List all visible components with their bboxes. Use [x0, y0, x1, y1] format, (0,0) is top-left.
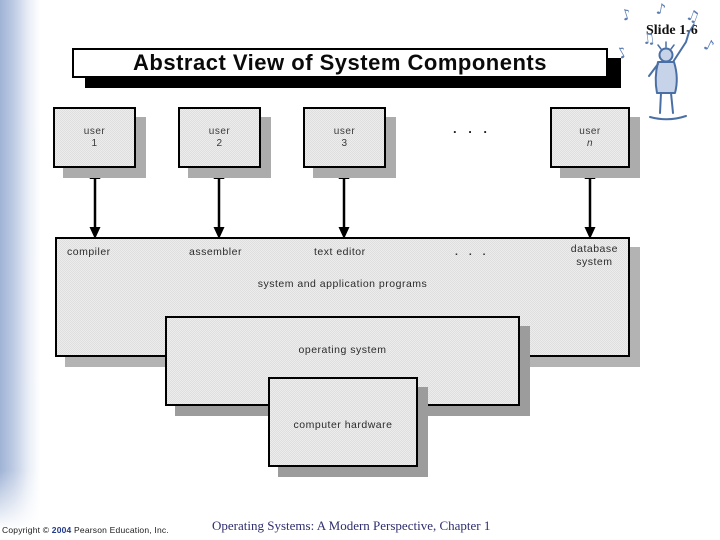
user-box-label: user: [333, 125, 356, 137]
computer-hardware-label: computer hardware: [293, 419, 393, 431]
copyright-prefix: Copyright ©: [2, 525, 52, 535]
user-box-3: user 3: [303, 107, 386, 168]
user-box-id: 1: [91, 137, 98, 149]
music-note-icon: ♫: [684, 5, 703, 27]
users-ellipsis: . . .: [452, 121, 492, 136]
copyright-suffix: Pearson Education, Inc.: [71, 525, 169, 535]
assembler-label: assembler: [189, 246, 242, 258]
user-box-label: user: [208, 125, 231, 137]
user-box-label: user: [579, 125, 601, 137]
operating-system-label: operating system: [298, 344, 387, 356]
music-note-icon: ♫: [641, 29, 657, 49]
music-note-icon: ♪: [701, 35, 717, 55]
conductor-clipart-icon: ♪ ♪ ♫ ♪ ♪ ♫: [616, 0, 717, 121]
database-label-line2: system: [576, 256, 613, 268]
music-note-icon: ♪: [616, 43, 631, 63]
music-note-icon: ♪: [655, 0, 668, 19]
user-box-1: user 1: [53, 107, 136, 168]
copyright-year: 2004: [51, 525, 72, 535]
book-title-footer: Operating Systems: A Modern Perspective,…: [212, 518, 491, 533]
copyright-notice: Copyright © 2004 Pearson Education, Inc.: [2, 525, 169, 535]
user-box-id: n: [586, 137, 594, 149]
computer-hardware-box: computer hardware: [268, 377, 418, 467]
database-label-line1: database: [570, 243, 618, 255]
programs-ellipsis: . . .: [455, 246, 490, 258]
programs-box: compiler assembler text editor . . . dat…: [55, 237, 630, 357]
user-box-2: user 2: [178, 107, 261, 168]
slide-title-box: Abstract View of System Components: [72, 48, 608, 78]
double-arrow-icon: [89, 167, 101, 239]
music-note-icon: ♪: [619, 5, 634, 25]
double-arrow-icon: [584, 167, 596, 239]
user-box-id: 2: [216, 137, 223, 149]
slide-number-label: Slide 1-6: [646, 23, 698, 38]
programs-caption: system and application programs: [257, 278, 428, 290]
double-arrow-icon: [338, 167, 350, 239]
database-system-label: database system: [571, 243, 618, 269]
user-box-id: 3: [341, 137, 348, 149]
user-box-n: user n: [550, 107, 630, 168]
text-editor-label: text editor: [314, 246, 366, 258]
left-gradient-strip: [0, 0, 40, 540]
compiler-label: compiler: [67, 246, 111, 258]
slide-title: Abstract View of System Components: [133, 50, 547, 75]
double-arrow-icon: [213, 167, 225, 239]
user-box-label: user: [83, 125, 106, 137]
